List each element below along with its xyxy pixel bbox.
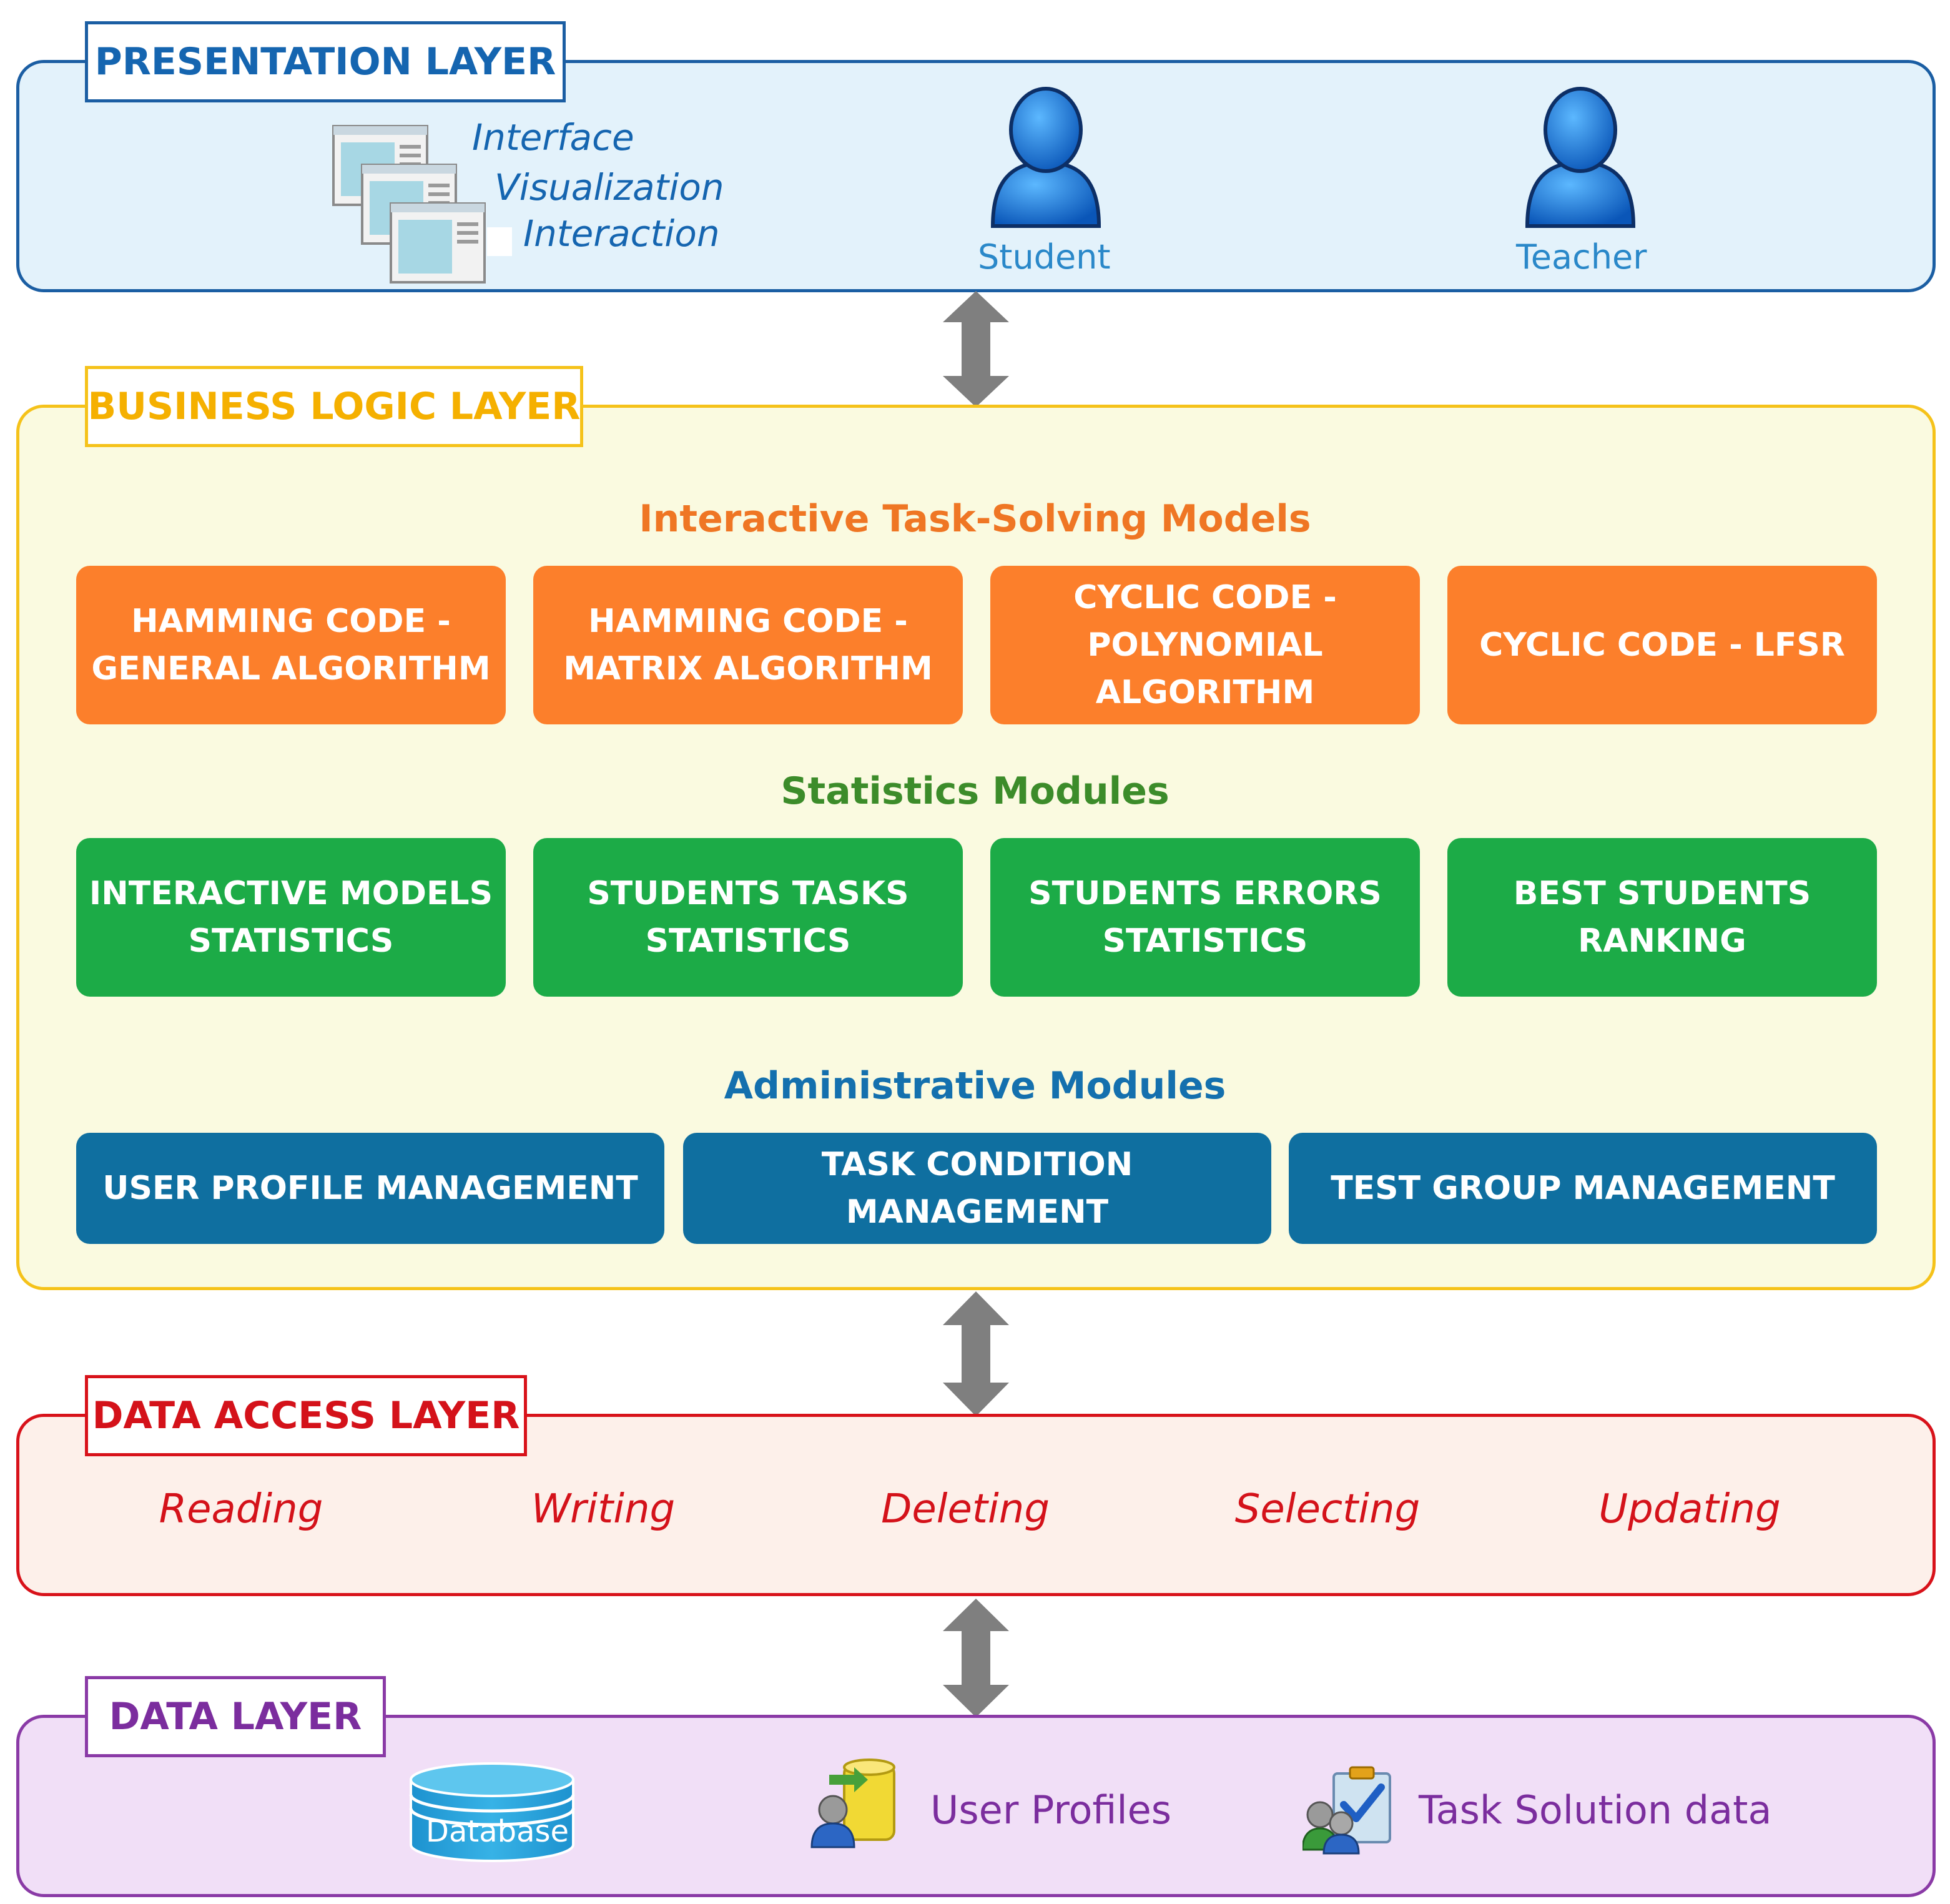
best-students-ranking-box: BEST STUDENTS RANKING — [1447, 838, 1877, 997]
test-group-management-box: TEST GROUP MANAGEMENT — [1289, 1133, 1877, 1244]
students-tasks-statistics-box: STUDENTS TASKS STATISTICS — [533, 838, 963, 997]
cyclic-lfsr-box: CYCLIC CODE - LFSR — [1447, 566, 1877, 724]
bidirectional-arrow-icon — [943, 1291, 1009, 1416]
administrative-modules-heading: Administrative Modules — [724, 1064, 1226, 1108]
student-user-icon — [990, 87, 1101, 228]
feature-visualization: Visualization — [495, 166, 724, 209]
teacher-user-icon — [1525, 87, 1636, 228]
task-solution-data-label: Task Solution data — [1419, 1787, 1772, 1833]
interactive-models-heading: Interactive Task-Solving Models — [639, 497, 1311, 541]
operation-reading: Reading — [159, 1486, 323, 1532]
operation-selecting: Selecting — [1234, 1486, 1421, 1532]
statistics-modules-heading: Statistics Modules — [780, 769, 1170, 813]
data-layer-title: DATA LAYER — [85, 1676, 386, 1757]
cyclic-polynomial-box: CYCLIC CODE - POLYNOMIAL ALGORITHM — [990, 566, 1420, 724]
students-errors-statistics-box: STUDENTS ERRORS STATISTICS — [990, 838, 1420, 997]
database-label: Database — [426, 1814, 569, 1849]
feature-interface: Interface — [472, 116, 634, 159]
user-profile-management-box: USER PROFILE MANAGEMENT — [76, 1133, 664, 1244]
operation-updating: Updating — [1598, 1486, 1781, 1532]
student-label: Student — [978, 237, 1111, 277]
task-solution-data-icon — [1302, 1766, 1391, 1855]
task-condition-management-box: TASK CONDITION MANAGEMENT — [683, 1133, 1271, 1244]
window-stack-icon — [332, 125, 512, 284]
business-logic-layer-title: BUSINESS LOGIC LAYER — [85, 366, 583, 447]
hamming-matrix-box: HAMMING CODE - MATRIX ALGORITHM — [533, 566, 963, 724]
data-access-layer-title: DATA ACCESS LAYER — [85, 1375, 527, 1456]
database-icon — [409, 1762, 575, 1862]
user-profiles-label: User Profiles — [930, 1787, 1172, 1833]
presentation-layer-title: PRESENTATION LAYER — [85, 21, 566, 102]
teacher-label: Teacher — [1516, 237, 1647, 277]
bidirectional-arrow-icon — [943, 1599, 1009, 1717]
bidirectional-arrow-icon — [943, 291, 1009, 407]
hamming-general-box: HAMMING CODE - GENERAL ALGORITHM — [76, 566, 506, 724]
user-profiles-icon — [810, 1758, 895, 1848]
interactive-models-statistics-box: INTERACTIVE MODELS STATISTICS — [76, 838, 506, 997]
operation-writing: Writing — [531, 1486, 676, 1532]
feature-interaction: Interaction — [523, 212, 720, 255]
operation-deleting: Deleting — [881, 1486, 1050, 1532]
